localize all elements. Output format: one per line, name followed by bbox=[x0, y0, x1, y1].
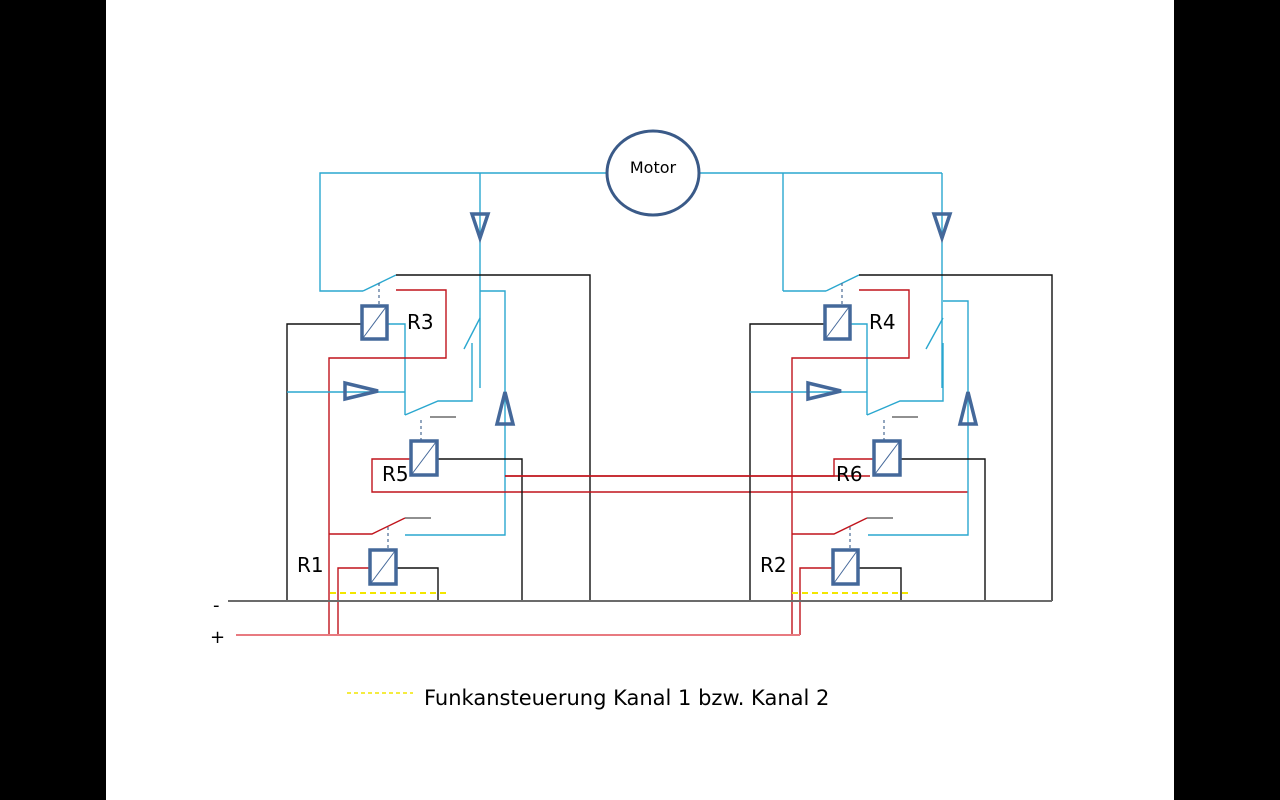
supply-rails: - + bbox=[210, 595, 1052, 648]
r4-red-loop bbox=[791, 289, 910, 635]
r1-coil-neg-wire bbox=[396, 567, 439, 601]
diode-right-top-icon bbox=[931, 212, 953, 244]
r2-coil-neg-wire bbox=[858, 567, 902, 601]
r2-coil-pos-wire bbox=[799, 567, 833, 635]
r3-coil-out-wire bbox=[387, 323, 406, 415]
relay-r5: R5 bbox=[382, 439, 439, 486]
r3-coil-neg-wire bbox=[286, 323, 362, 601]
diode-right-mid-icon bbox=[806, 380, 842, 402]
r5-coil-red-loop bbox=[371, 458, 968, 493]
r6-switch-blade bbox=[866, 343, 944, 416]
r4-coil-out-wire bbox=[850, 323, 868, 415]
relay-r2-label: R2 bbox=[760, 553, 787, 577]
diodes bbox=[343, 212, 979, 426]
motor-symbol bbox=[605, 129, 701, 217]
wire-right-blue-riser bbox=[868, 300, 969, 536]
r4-switch-contact bbox=[859, 274, 1053, 601]
r-top-right-blade-2 bbox=[925, 317, 944, 350]
relay-r1: R1 bbox=[297, 548, 398, 586]
r1-switch-blade bbox=[329, 517, 406, 535]
relay-r6-label: R6 bbox=[836, 462, 863, 486]
relay-r3-label: R3 bbox=[407, 310, 434, 334]
motor-label: Motor bbox=[630, 158, 677, 177]
motor: Motor bbox=[605, 129, 701, 217]
diode-left-mid-icon bbox=[343, 380, 379, 402]
relay-r4: R4 bbox=[823, 304, 896, 341]
motor-wiring bbox=[319, 172, 943, 388]
r6-coil-neg-wire bbox=[900, 458, 986, 601]
r3-red-loop bbox=[328, 289, 447, 635]
r6-coil-red-loop bbox=[505, 458, 874, 477]
r2-switch-blade bbox=[792, 517, 868, 535]
relay-r3: R3 bbox=[360, 304, 434, 341]
legend-label: Funkansteuerung Kanal 1 bzw. Kanal 2 bbox=[424, 686, 829, 710]
negative-rail-label: - bbox=[213, 595, 220, 616]
r4-coil-neg-wire bbox=[749, 323, 825, 601]
r5-switch-blade bbox=[404, 343, 473, 416]
relay-r4-label: R4 bbox=[869, 310, 896, 334]
wire-motor-left bbox=[319, 172, 607, 292]
r-top-right-blade bbox=[463, 317, 481, 350]
relay-r6: R6 bbox=[836, 439, 902, 486]
r1-coil-pos-wire bbox=[337, 567, 370, 635]
diode-left-top-icon bbox=[469, 212, 491, 244]
relay-coils: R3 R5 R1 R4 R6 R2 bbox=[297, 304, 902, 586]
wire-left-blue-riser bbox=[405, 290, 506, 536]
diode-left-riser-icon bbox=[494, 391, 516, 426]
positive-rail-label: + bbox=[210, 627, 225, 648]
channel-2-circuit bbox=[505, 274, 1053, 635]
relay-r5-label: R5 bbox=[382, 462, 409, 486]
relay-r1-label: R1 bbox=[297, 553, 324, 577]
r5-coil-neg-wire bbox=[437, 458, 523, 601]
diode-right-riser-icon bbox=[957, 391, 979, 426]
relay-r2: R2 bbox=[760, 548, 860, 586]
legend: Funkansteuerung Kanal 1 bzw. Kanal 2 bbox=[347, 686, 829, 710]
